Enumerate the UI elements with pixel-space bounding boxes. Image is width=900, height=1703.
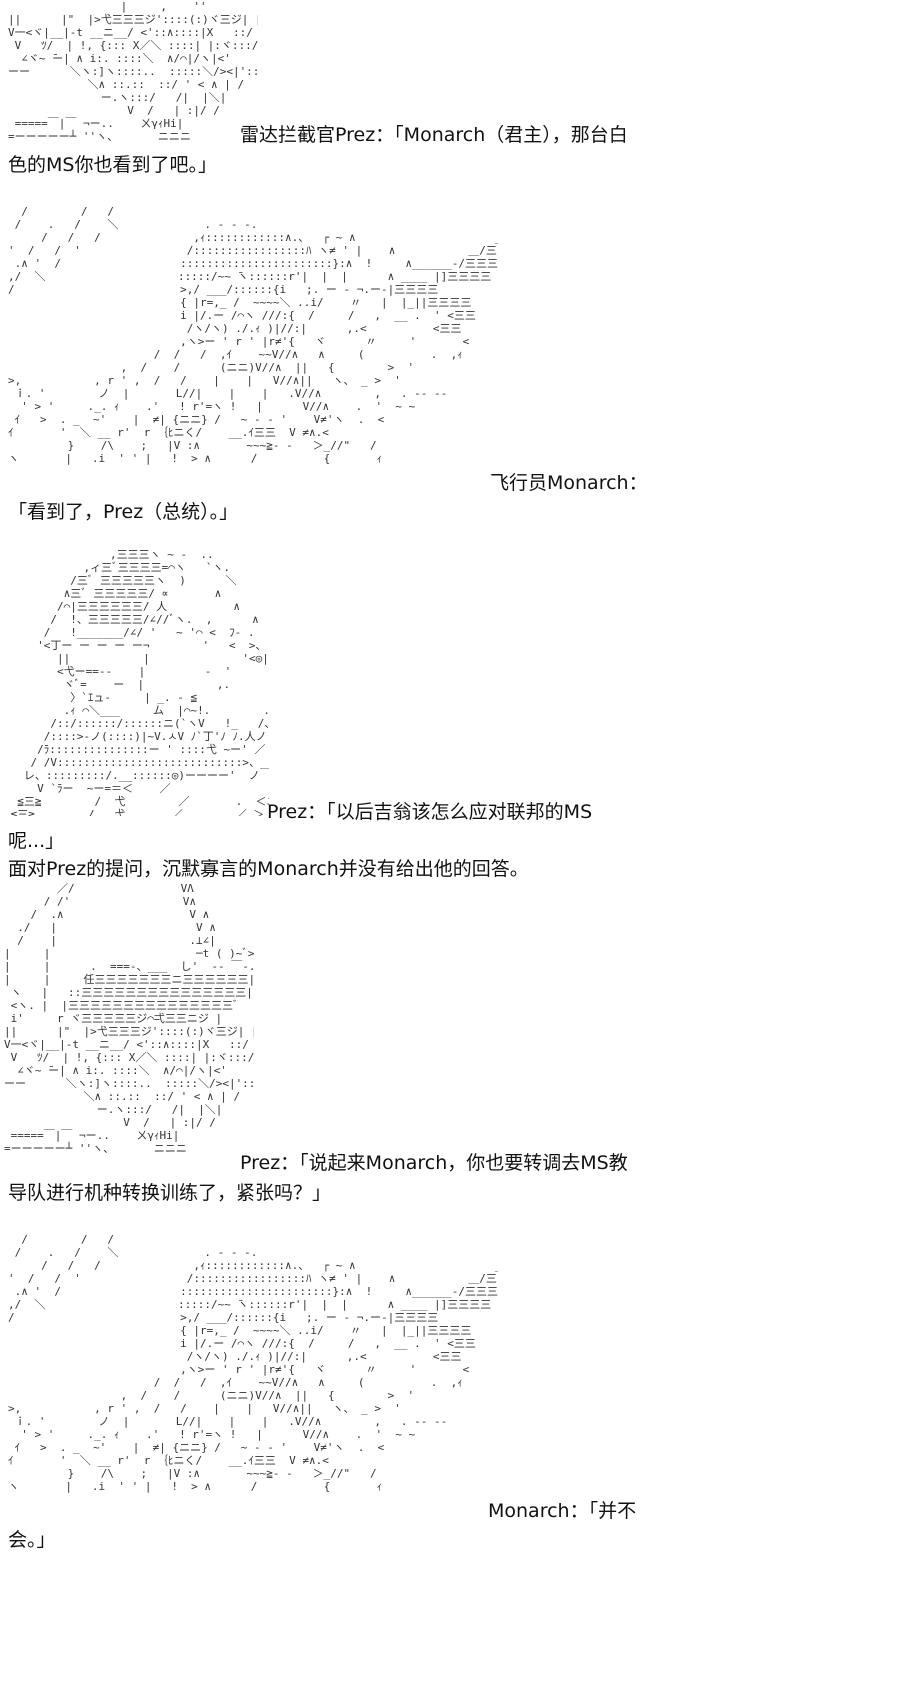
dialogue-monarch-line-1: 飞行员Monarch： — [490, 472, 648, 494]
dialogue-prez-ms-line-2: 呢...」 — [8, 830, 65, 852]
ascii-art-prez-sunglasses: ,三三三ヽ ~ - .. ,ィ三ﾞ三三三三=⌒ヽ `ヽ. /三ﾞ 三三三三三ヽ … — [10, 548, 269, 816]
dialogue-prez-transfer-line-2: 导队进行机种转换训练了，紧张吗？」 — [8, 1182, 332, 1204]
dialogue-prez-line-2: 色的MS你也看到了吧。」 — [8, 154, 217, 176]
narration-text: 面对Prez的提问，沉默寡言的Monarch并没有给出他的回答。 — [8, 858, 529, 880]
dialogue-prez-line-1: 雷达拦截官Prez：「Monarch（君主），那台白 — [240, 124, 628, 146]
dialogue-prez-transfer-line-1: Prez：「说起来Monarch，你也要转调去MS教 — [240, 1152, 628, 1174]
ascii-art-prez-helmet-top: | , '' || |" |>弋三三三ジ'::::(:)ヾ三ジ| |/ V一<ヾ… — [8, 0, 258, 143]
dialogue-monarch-reply-line-1: Monarch：「并不 — [488, 1500, 637, 1522]
dialogue-monarch-reply-line-2: 会。」 — [8, 1529, 56, 1551]
dialogue-prez-ms-line-1: Prez：「以后吉翁该怎么应对联邦的MS — [267, 801, 593, 823]
ascii-art-monarch-pilot-mask: / / / / / . / ＼ . - - -. / / / / ,ｨ:::::… — [8, 205, 498, 465]
dialogue-monarch-line-2: 「看到了，Prez（总统）。」 — [8, 501, 239, 523]
ascii-art-prez-helmet: ／/ VΛ ＼ / /' V∧ ∧ / .∧ V ∧ ∧ ./ | V ∧ | … — [4, 882, 254, 1155]
ascii-art-monarch-pilot-mask-2: / / / / / . / ＼ . - - -. / / / / ,ｨ:::::… — [8, 1233, 498, 1493]
